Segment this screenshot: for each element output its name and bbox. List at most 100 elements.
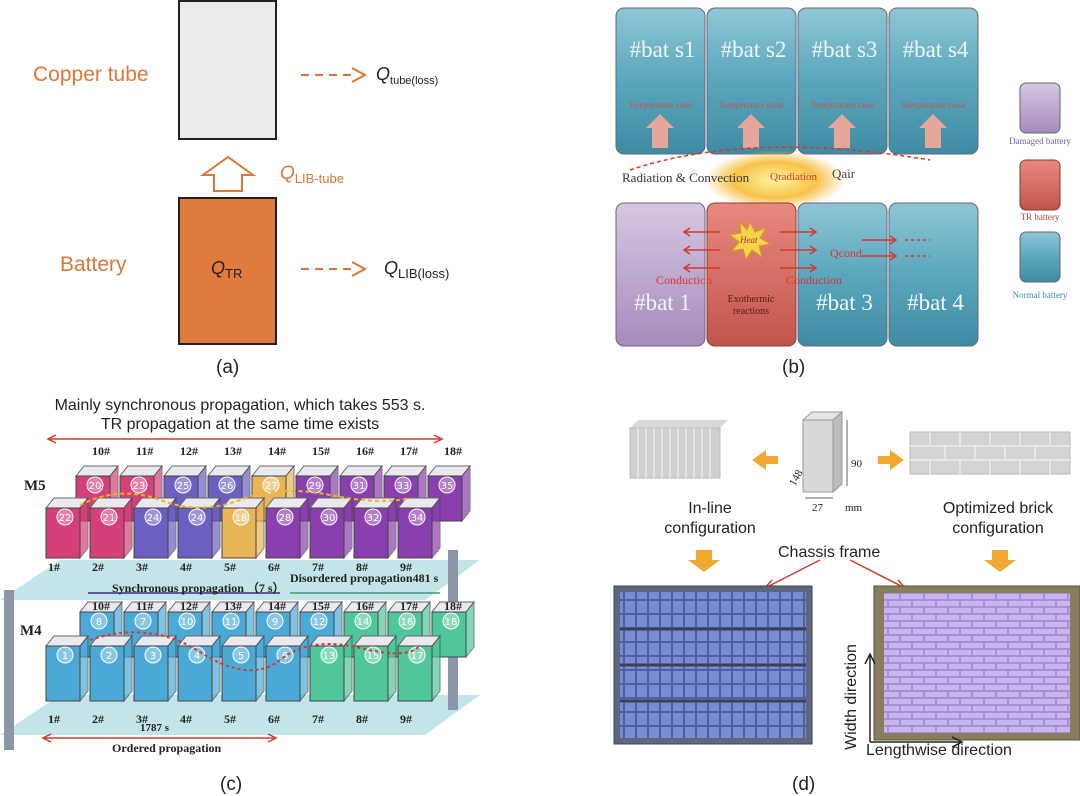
m5-front-cell-3 <box>133 507 169 559</box>
m5-back-cell-4-number: 26 <box>221 481 234 492</box>
m4-top-label-7: 16# <box>356 599 374 613</box>
title-range-left-icon <box>46 434 57 444</box>
dim-w: 27 <box>812 502 823 514</box>
top-cell-label-2: #bat s2 <box>720 37 787 62</box>
m4-front-cell-9 <box>397 645 433 702</box>
chassis-line-left <box>764 559 821 589</box>
m4-bottom-label-5: 5# <box>224 712 236 726</box>
m5-front-cell-1-badge <box>56 508 74 526</box>
up-arrow-icon <box>199 155 257 192</box>
m5-back-cell-1-badge <box>86 476 104 494</box>
m5-top-label-5: 14# <box>268 444 286 458</box>
disordered-label: Disordered propagation481 s <box>290 571 439 585</box>
lib-loss-arrowhead-icon <box>351 261 368 277</box>
m4-top-label-8: 17# <box>400 599 418 613</box>
m5-front-cell-1 <box>45 507 81 559</box>
m5-top-label-1: 10# <box>92 444 110 458</box>
m4-front-cell-3-side <box>167 634 177 703</box>
m5-front-cell-6-badge <box>276 508 294 526</box>
m4-front-cell-5 <box>221 645 257 702</box>
m4-back-cell-3-badge <box>178 612 196 630</box>
m5-front-cell-5-side <box>255 496 265 560</box>
inline-label-2: configuration <box>664 520 756 537</box>
chassis-line-right <box>849 559 906 589</box>
m4-label: M4 <box>20 623 42 639</box>
m5-front-cell-9 <box>397 507 433 559</box>
m4-front-cell-1-badge <box>56 646 74 664</box>
m4-front-cell-6-badge <box>276 646 294 664</box>
brick-label-2: configuration <box>952 520 1044 537</box>
m4-bottom-label-2: 2# <box>92 712 104 726</box>
temp-arrows <box>646 114 947 148</box>
conduction-right: Conduction <box>786 273 842 287</box>
m5-front-cell-7-number: 30 <box>323 513 336 524</box>
m5-front-cell-7-badge <box>320 508 338 526</box>
m4-back-cell-8-badge <box>398 612 416 630</box>
m5-front-cell-8-number: 32 <box>367 513 380 524</box>
m5-front-cell-7-side <box>343 496 353 560</box>
q-cond: Qcond <box>830 246 862 260</box>
m4-back-cell-8-number: 16 <box>401 617 414 628</box>
legend-damaged: Damaged battery <box>1009 136 1071 146</box>
m5-front-cell-9-badge <box>408 508 426 526</box>
m4-bottom-label-8: 8# <box>356 712 368 726</box>
bottom-cell-label-4: #bat 4 <box>907 290 964 315</box>
ordered-label: Ordered propagation <box>112 741 222 755</box>
m5-bottom-label-2: 2# <box>92 560 104 574</box>
m5-back-cell-3-number: 25 <box>177 481 190 492</box>
m4-back-cell-4-badge <box>222 612 240 630</box>
panel-d-caption: (d) <box>792 774 816 795</box>
bottom-cell-label-3: #bat 3 <box>816 290 873 315</box>
q-tube-loss: Qtube(loss) <box>376 64 439 87</box>
q-tr: QTR <box>211 258 243 281</box>
bottom-cell-3 <box>797 202 888 347</box>
brick-pack-cells <box>884 593 1070 733</box>
inline-label-1: In-line <box>688 500 732 517</box>
m4-front-cell-3-number: 3 <box>150 651 156 662</box>
legend-normal: Normal battery <box>1012 290 1068 300</box>
m4-front-cell-8 <box>353 645 389 702</box>
panel-a: Copper tube Battery Qtube(loss) QLIB-tub… <box>0 0 540 390</box>
legend-tr-icon <box>1019 159 1061 211</box>
m5-top-label-8: 17# <box>400 444 418 458</box>
m5-bottom-label-8: 8# <box>356 560 368 574</box>
m4-front-cell-2-badge <box>100 646 118 664</box>
m5-back-cell-9-number: 35 <box>441 481 454 492</box>
m5-front-cell-3-badge <box>144 508 162 526</box>
m5-front-cell-1-number: 22 <box>59 513 72 524</box>
ordered-arrow-left-icon <box>41 733 52 743</box>
m5-front-cell-8-badge <box>364 508 382 526</box>
m4-top-label-5: 14# <box>268 599 286 613</box>
panel-a-diagram <box>178 0 368 345</box>
m4-front-cell-9-side <box>431 634 441 703</box>
m4-front-cell-7-number: 13 <box>323 651 336 662</box>
m5-shelf <box>0 560 480 600</box>
right-arrow-icon <box>878 450 904 470</box>
m4-front-cell-2-side <box>123 634 133 703</box>
m5-front-cell-6 <box>265 507 301 559</box>
m4-bottom-label-1: 1# <box>48 712 60 726</box>
m5-back-cell-9-side <box>461 464 471 523</box>
m5-bottom-label-5: 5# <box>224 560 236 574</box>
inline-pack-dividers <box>620 627 806 703</box>
m4-propagation-path <box>89 631 421 672</box>
top-cell-label-4: #bat s4 <box>902 37 969 62</box>
m5-back-cell-7-badge <box>350 476 368 494</box>
m4-front-cell-3 <box>133 645 169 702</box>
left-arrow-icon <box>752 450 778 470</box>
m4-bottom-label-4: 4# <box>180 712 192 726</box>
m4-front-cell-5-number: 5 <box>238 651 244 662</box>
m4-back-cell-2-number: 7 <box>140 617 146 628</box>
m4-front-cell-6 <box>265 645 301 702</box>
m5-top-label-4: 13# <box>224 444 242 458</box>
m4-top-label-2: 11# <box>136 599 154 613</box>
m5-bottom-label-7: 7# <box>312 560 324 574</box>
bottom-cell-tr <box>706 202 797 347</box>
m4-front-cell-1 <box>45 645 81 702</box>
m5-front-cell-4-number: 24 <box>191 513 204 524</box>
m5-back-cell-2-badge <box>130 476 148 494</box>
m4-front-cell-8-side <box>387 634 397 703</box>
m4-front-cell-6-side <box>299 634 309 703</box>
panel-a-caption: (a) <box>216 357 240 378</box>
top-cell-label-1: #bat s1 <box>629 37 696 62</box>
